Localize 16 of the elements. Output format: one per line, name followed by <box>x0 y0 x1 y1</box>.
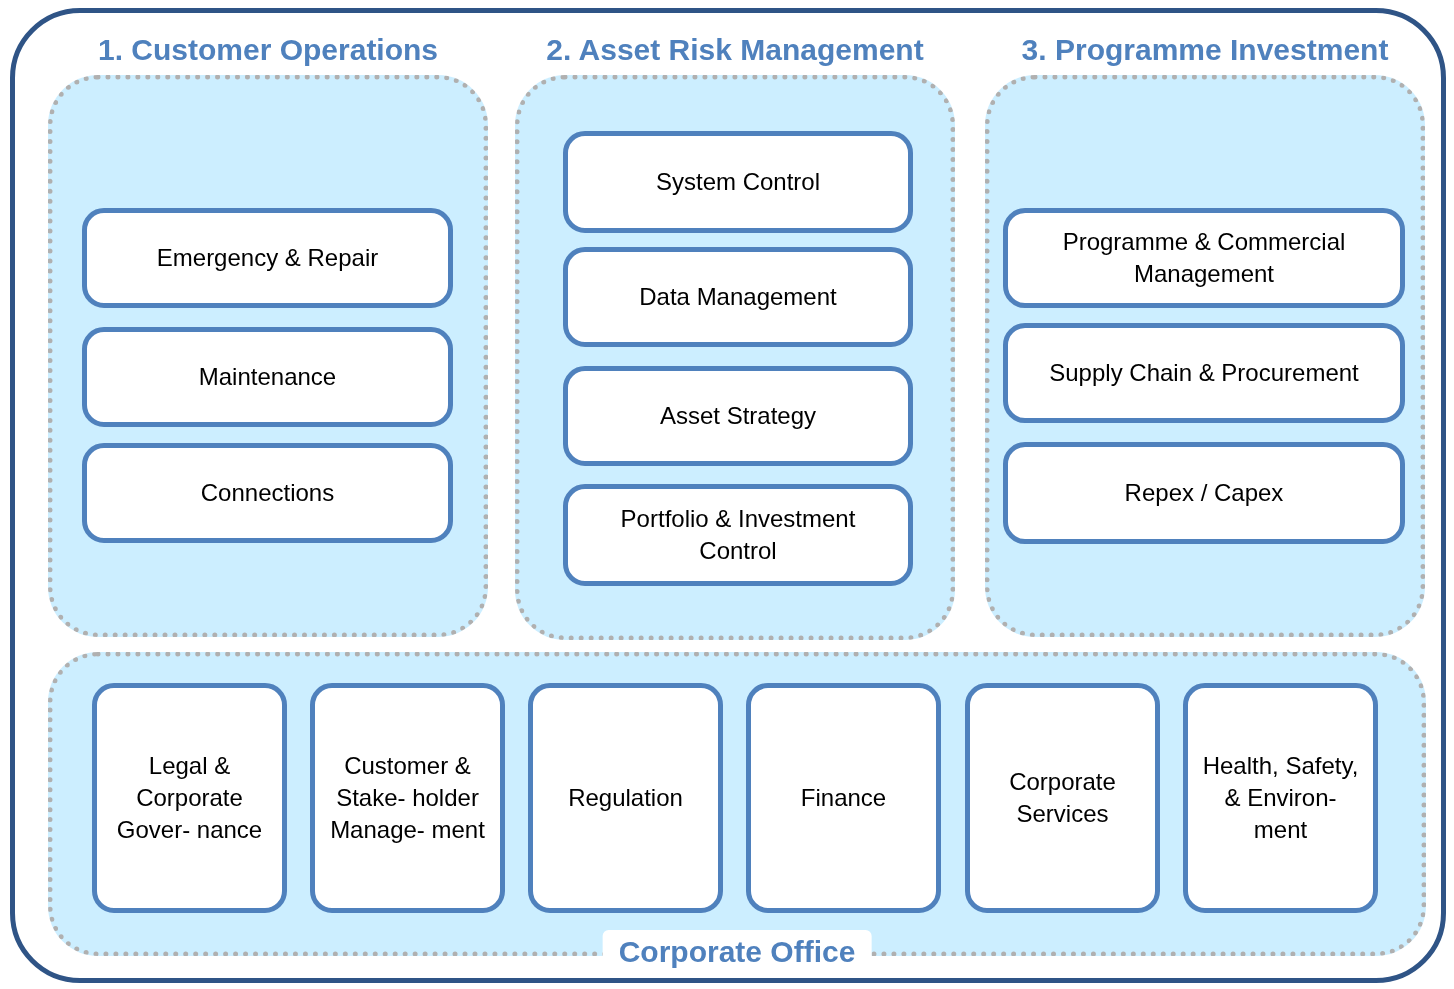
function-box: Regulation <box>528 683 723 913</box>
function-box: Portfolio & Investment Control <box>563 484 913 586</box>
function-box: Asset Strategy <box>563 366 913 466</box>
function-box: Emergency & Repair <box>82 208 453 308</box>
function-box: Health, Safety, & Environ- ment <box>1183 683 1378 913</box>
function-box: Customer & Stake- holder Manage- ment <box>310 683 505 913</box>
function-box: Legal & Corporate Gover- nance <box>92 683 287 913</box>
function-box: Maintenance <box>82 327 453 427</box>
function-box: Connections <box>82 443 453 543</box>
function-box: Data Management <box>563 247 913 347</box>
function-box: Finance <box>746 683 941 913</box>
function-box: Repex / Capex <box>1003 442 1405 544</box>
function-box: System Control <box>563 131 913 233</box>
function-box: Supply Chain & Procurement <box>1003 323 1405 423</box>
function-box: Corporate Services <box>965 683 1160 913</box>
function-box: Programme & Commercial Management <box>1003 208 1405 308</box>
